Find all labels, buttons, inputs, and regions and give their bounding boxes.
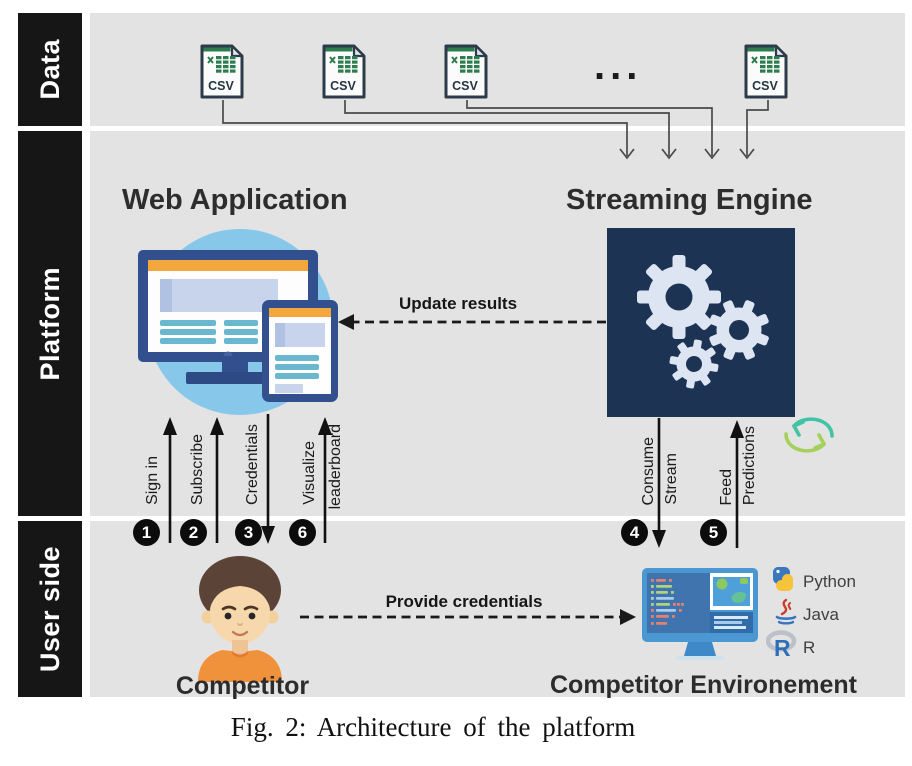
python-label: Python: [803, 572, 856, 591]
competitor-environment-icon: [636, 564, 766, 660]
web-application-title: Web Application: [122, 184, 348, 216]
r-label: R: [803, 638, 816, 657]
streaming-engine-title: Streaming Engine: [566, 184, 813, 216]
csv-text: CSV: [208, 79, 234, 93]
row-label-data: Data: [18, 13, 82, 126]
arrowhead-down-icon: [704, 148, 720, 160]
sign-in-label: Sign in: [144, 456, 161, 505]
row-label-platform: Platform: [18, 131, 82, 516]
step-badge-2: 2: [180, 519, 207, 546]
credentials-label: Credentials: [244, 424, 261, 505]
csv-connector-lines: [222, 100, 769, 160]
arrowhead-down-icon: [739, 148, 755, 160]
csv-file-icon: CSV: [320, 43, 368, 100]
r-glyph: R: [774, 635, 791, 658]
python-icon: [768, 566, 798, 592]
arrowhead-down-icon: [619, 148, 635, 160]
step-badge-3: 3: [235, 519, 262, 546]
csv-file-icon: CSV: [198, 43, 246, 100]
arrowhead-left-icon: [338, 314, 354, 330]
arrowhead-up-icon: [730, 420, 744, 438]
java-icon: [772, 598, 798, 628]
provide-credentials-arrow: [300, 609, 636, 625]
step-badge-4: 4: [621, 519, 648, 546]
refresh-cycle-icon: [780, 410, 838, 460]
update-results-arrow: [338, 314, 606, 330]
visualize-label-line2: leaderboard: [327, 423, 344, 509]
ellipsis-more-files: ...: [594, 44, 643, 88]
csv-text: CSV: [330, 79, 356, 93]
update-results-label: Update results: [398, 294, 518, 313]
r-icon: R: [766, 630, 798, 658]
arrowhead-right-icon: [620, 609, 636, 625]
arrowhead-down-icon: [661, 148, 677, 160]
step-badge-1: 1: [133, 519, 160, 546]
web-application-icon: [132, 226, 362, 421]
arrowhead-up-icon: [163, 417, 177, 435]
subscribe-label: Subscribe: [189, 433, 206, 505]
feed-label-line1: Feed: [718, 468, 735, 505]
competitor-label: Competitor: [175, 672, 310, 700]
streaming-engine-icon: [607, 228, 795, 417]
step-badge-5: 5: [700, 519, 727, 546]
consume-label-line2: Stream: [663, 453, 680, 505]
csv-file-icon: CSV: [442, 43, 490, 100]
csv-text: CSV: [752, 79, 778, 93]
java-label: Java: [803, 605, 839, 624]
csv-text: CSV: [452, 79, 478, 93]
visualize-label-line1: Visualize: [301, 441, 318, 505]
csv-file-icon: CSV: [742, 43, 790, 100]
arrowhead-down-icon: [652, 530, 666, 548]
arrowhead-down-icon: [261, 526, 275, 544]
feed-label-line2: Predictions: [741, 425, 758, 505]
step-badge-6: 6: [289, 519, 316, 546]
arrowhead-up-icon: [318, 417, 332, 435]
figure-caption: Fig. 2: Architecture of the platform: [230, 712, 636, 742]
flow-arrows: [163, 414, 744, 548]
arrowhead-up-icon: [210, 417, 224, 435]
gears-icon: [637, 255, 769, 389]
competitor-environment-label: Competitor Environement: [550, 671, 857, 699]
provide-credentials-label: Provide credentials: [385, 592, 543, 611]
competitor-avatar: [190, 550, 295, 682]
consume-label-line1: Consume: [640, 436, 657, 505]
row-label-user-side: User side: [18, 521, 82, 697]
